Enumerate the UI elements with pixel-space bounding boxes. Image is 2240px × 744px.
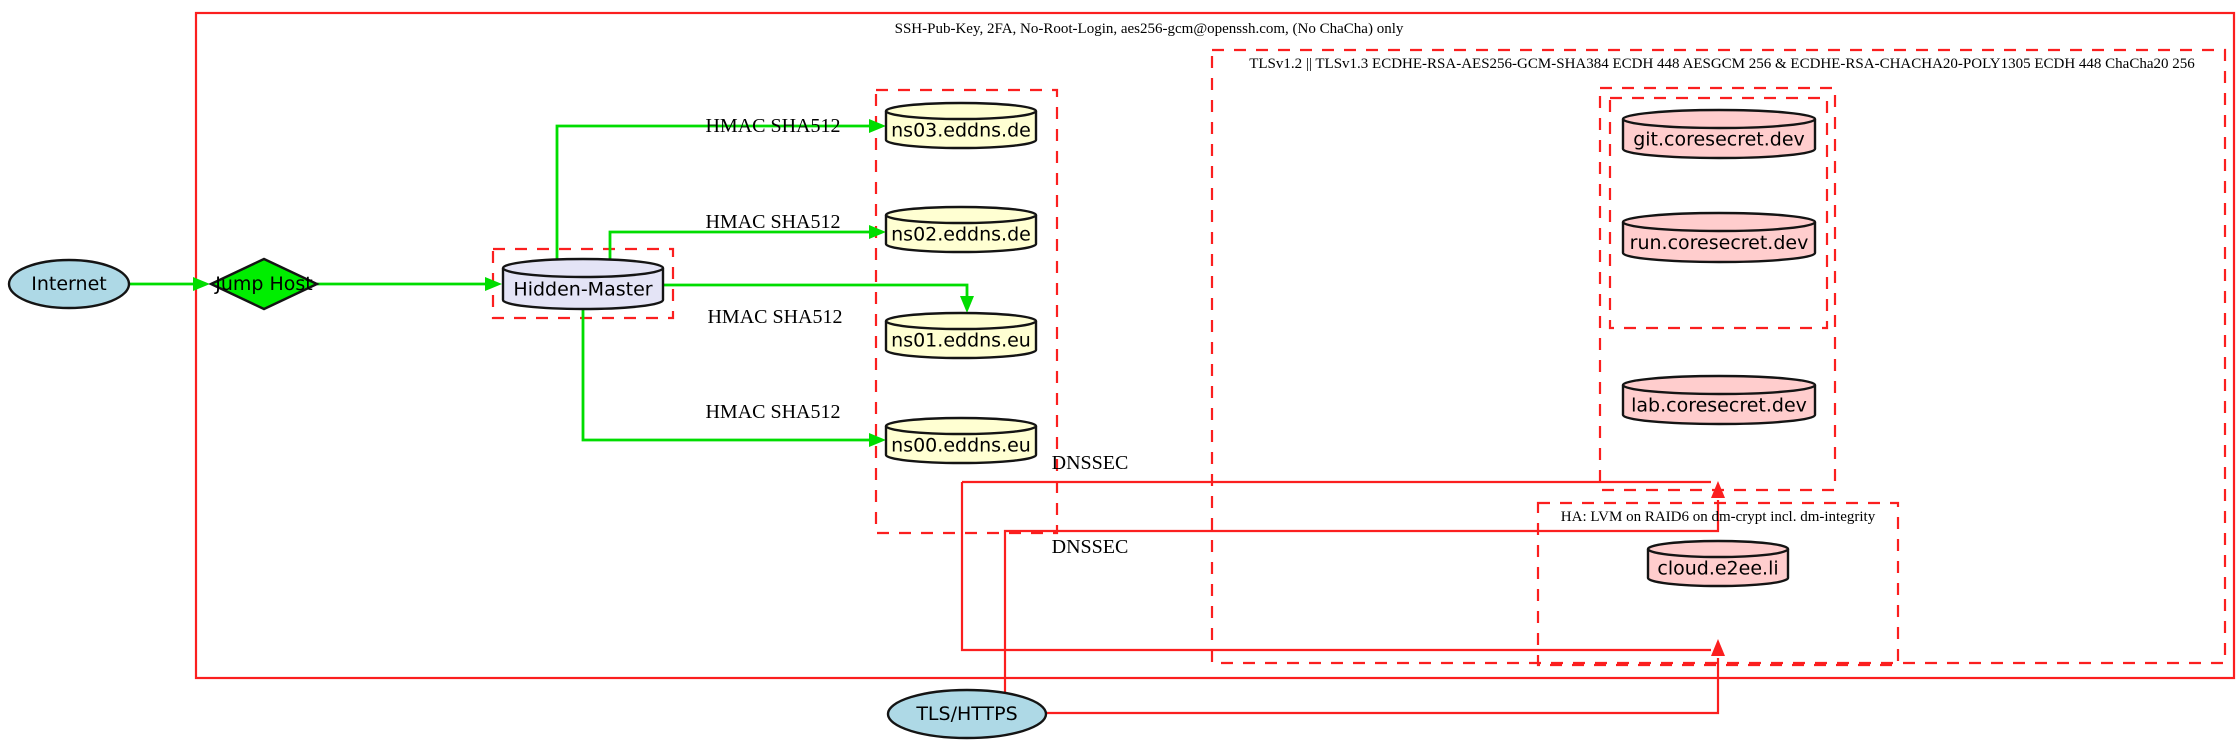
node-ns02-lid [884,214,1038,225]
node-git-coresecret-shape [1621,108,1817,160]
node-hidden-master-lid [501,267,665,279]
node-ns03-lid [884,110,1038,121]
node-ns03-label: ns03.eddns.de [891,119,1031,141]
cluster-coresecret-inner-box [1608,96,1829,330]
edge-hm-ns03-line [555,124,873,261]
edge-hm-ns00-line [581,309,873,442]
edge-hm-ns02-arrowhead-icon [869,225,886,239]
node-tls-https-label: TLS/HTTPS [915,703,1017,725]
edge-dns-ha-line [960,482,1711,652]
node-git-coresecret-label: git.coresecret.dev [1633,128,1805,150]
node-cloud-e2ee-lid [1646,548,1790,559]
edge-hm-ns01-line [663,283,969,300]
node-lab-coresecret-lid [1621,384,1817,396]
edge-tlshttps-coresecret-line [1003,500,1720,692]
node-jump-host-shape [208,257,320,311]
edge-tlshttps-coresecret-arrowhead-icon [1711,481,1725,498]
edge-hm-ns02-label: HMAC SHA512 [705,211,840,233]
node-ns01-shape [884,311,1038,360]
edge-tlshttps-ha-line [1046,658,1720,715]
node-lab-coresecret-label: lab.coresecret.dev [1631,394,1807,416]
node-run-coresecret-shape [1621,211,1817,264]
node-tls-https-shape [886,688,1048,740]
node-jump-host-label: Jump Host [214,273,313,295]
node-hidden-master-label: Hidden-Master [513,278,652,300]
edge-hm-ns00-label: HMAC SHA512 [705,401,840,423]
node-run-coresecret-label: run.coresecret.dev [1630,232,1809,254]
node-cloud-e2ee-label: cloud.e2ee.li [1657,557,1778,579]
edge-hm-ns01-arrowhead-icon [960,296,974,313]
node-internet-label: Internet [31,273,106,295]
node-cloud-e2ee-shape [1646,539,1790,588]
edge-tlshttps-ha-arrowhead-icon [1711,639,1725,656]
node-lab-coresecret-shape [1621,374,1817,426]
edge-jumphost-hiddenmaster-arrowhead-icon [485,277,502,291]
edge-dns-coresecret-label: DNSSEC [1052,452,1129,474]
edge-hm-ns03-label: HMAC SHA512 [705,115,840,137]
node-ns03-shape [884,101,1038,150]
node-git-coresecret-lid [1621,118,1817,130]
edge-hm-ns01-label: HMAC SHA512 [707,306,842,328]
node-ns02-shape [884,205,1038,254]
edge-internet-jumphost-arrowhead-icon [193,277,210,291]
edge-hm-ns02-line [608,230,873,261]
node-run-coresecret-lid [1621,221,1817,233]
node-ns00-shape [884,416,1038,465]
node-internet-shape [7,258,131,310]
node-ns01-label: ns01.eddns.eu [891,329,1031,351]
node-ns00-label: ns00.eddns.eu [891,434,1031,456]
node-hidden-master-shape [501,257,665,311]
edge-tlshttps-coresecret-label: DNSSEC [1052,536,1129,558]
node-ns00-lid [884,425,1038,436]
edge-hm-ns00-arrowhead-icon [869,433,886,447]
edge-hm-ns03-arrowhead-icon [869,119,886,133]
cluster-tls-label: TLSv1.2 || TLSv1.3 ECDHE-RSA-AES256-GCM-… [1249,56,2195,72]
cluster-tls-box [1210,48,2227,665]
node-ns01-lid [884,320,1038,331]
cluster-ha-label: HA: LVM on RAID6 on dm-crypt incl. dm-in… [1561,509,1876,525]
node-ns02-label: ns02.eddns.de [891,223,1031,245]
cluster-dns-box [874,88,1059,535]
cluster-ssh-perimeter-box [194,11,2236,680]
cluster-ssh-perimeter-label: SSH-Pub-Key, 2FA, No-Root-Login, aes256-… [895,21,1404,37]
